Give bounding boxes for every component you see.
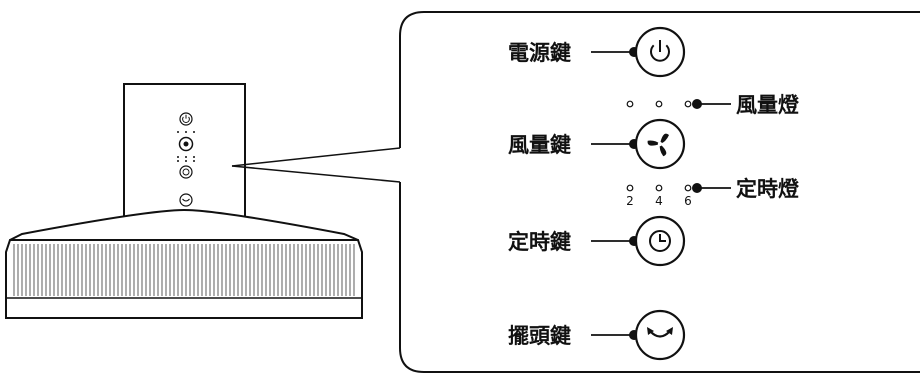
timer-light-callout: 定時燈 — [692, 177, 800, 201]
timer-light-label: 定時燈 — [736, 177, 800, 201]
fan-hub — [657, 141, 663, 147]
fan-illustration — [5, 83, 363, 319]
oscillation-key-label: 擺頭鍵 — [508, 324, 571, 348]
timer-hours-6: 6 — [684, 194, 692, 208]
power-icon — [650, 40, 670, 62]
callout-panel-frame — [399, 11, 920, 373]
timer-hours-4: 4 — [655, 194, 663, 208]
oscillation-key-callout: 擺頭鍵 — [508, 309, 686, 361]
mini-oscillation-button — [179, 193, 193, 207]
fan-speed-light-label: 風量燈 — [736, 93, 800, 117]
power-key-label: 電源鍵 — [508, 41, 571, 65]
fan-base-outline — [5, 239, 363, 319]
mini-power-button — [179, 112, 193, 126]
timer-hours-2: 2 — [626, 194, 634, 208]
mini-timer-dots — [177, 156, 195, 162]
power-key-callout: 電源鍵 — [508, 26, 686, 78]
fan-blade — [647, 140, 660, 146]
zoom-connector — [231, 147, 401, 183]
fan-base-shoulder — [9, 208, 359, 241]
timer-key-callout: 定時鍵 — [508, 215, 686, 267]
fan-speed-key-label: 風量鍵 — [508, 133, 571, 157]
fan-speed-light-callout: 風量燈 — [692, 93, 800, 117]
oscillation-icon — [647, 327, 673, 338]
fan-blade — [659, 144, 667, 157]
mini-timer-button — [179, 165, 193, 179]
mini-fan-button — [178, 136, 194, 152]
oscillation-button — [634, 309, 686, 361]
fan-speed-indicator-lights — [626, 100, 692, 108]
fan-speed-key-callout: 風量鍵 — [508, 118, 686, 170]
mini-speed-dots — [177, 131, 195, 133]
fan-blade — [660, 133, 669, 144]
fan-base-grille — [13, 244, 355, 296]
fan-icon — [647, 133, 669, 157]
clock-icon — [649, 230, 671, 252]
timer-indicator-lights: 2 4 6 — [626, 184, 692, 208]
timer-key-label: 定時鍵 — [508, 230, 571, 254]
